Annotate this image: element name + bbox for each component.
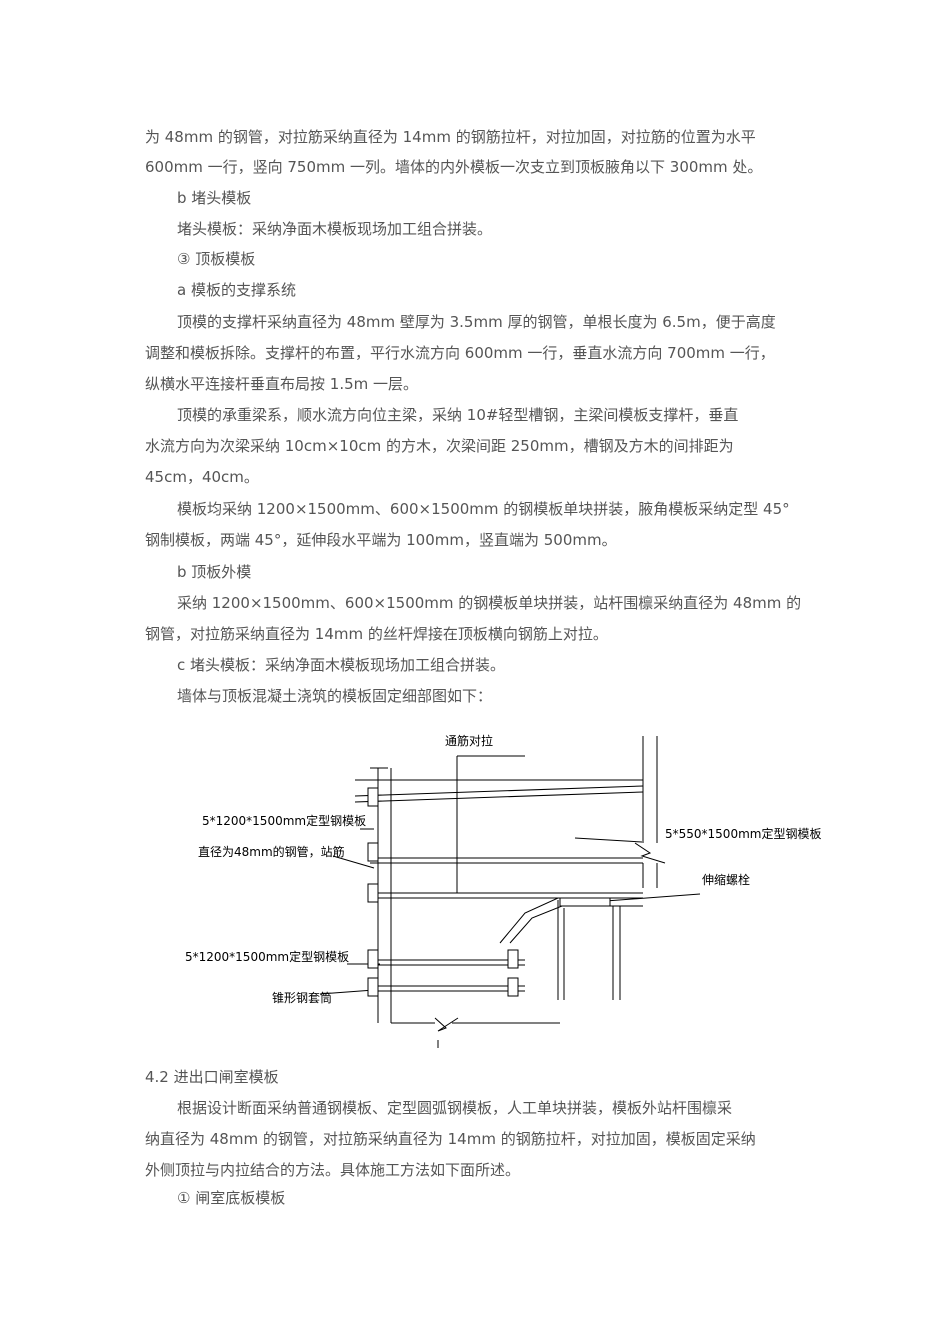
subheading: b 堵头模板 (177, 189, 252, 207)
paragraph-line: 根据设计断面采纳普通钢模板、定型圆弧钢模板，人工单块拼装，模板外站杆围檩采 (177, 1099, 733, 1117)
paragraph-line: 水流方向为次梁采纳 10cm×10cm 的方木，次梁间距 250mm，槽钢及方木… (145, 437, 734, 455)
paragraph-line: 顶模的支撑杆采纳直径为 48mm 壁厚为 3.5mm 厚的钢管，单根长度为 6.… (177, 313, 776, 331)
paragraph-line: 采纳 1200×1500mm、600×1500mm 的钢模板单块拼装，站杆围檩采… (177, 594, 802, 612)
paragraph-line: 纳直径为 48mm 的钢管，对拉筋采纳直径为 14mm 的钢筋拉杆，对拉加固，模… (145, 1130, 756, 1148)
paragraph-line: 45cm，40cm。 (145, 468, 259, 486)
subheading: ③ 顶板模板 (177, 250, 256, 268)
subheading: b 顶板外模 (177, 563, 252, 581)
section-heading: 4.2 进出口闸室模板 (145, 1068, 279, 1086)
paragraph-line: 600mm 一行，竖向 750mm 一列。墙体的内外模板一次支立到顶板腋角以下 … (145, 158, 763, 176)
paragraph-line: 模板均采纳 1200×1500mm、600×1500mm 的钢模板单块拼装，腋角… (177, 500, 790, 518)
formwork-detail-diagram: 通筋对拉 5*1200*1500mm定型钢模板 直径为48mm的钢管，站筋 5*… (185, 733, 821, 1048)
label-pipe: 直径为48mm的钢管，站筋 (198, 844, 345, 859)
paragraph-line: 顶模的承重梁系，顺水流方向位主梁，采纳 10#轻型槽钢，主梁间模板支撑杆，垂直 (177, 406, 739, 424)
label-top-rod: 通筋对拉 (445, 733, 493, 748)
paragraph-line: 纵横水平连接杆垂直布局按 1.5m 一层。 (145, 375, 419, 393)
label-form-right: 5*550*1500mm定型钢模板 (665, 826, 821, 841)
paragraph-line: 外侧顶拉与内拉结合的方法。具体施工方法如下面所述。 (145, 1161, 521, 1179)
paragraph-line: 为 48mm 的钢管，对拉筋采纳直径为 14mm 的钢筋拉杆，对拉加固，对拉筋的… (145, 128, 756, 146)
paragraph-line: 墙体与顶板混凝土浇筑的模板固定细部图如下： (177, 687, 493, 705)
label-form-upper: 5*1200*1500mm定型钢模板 (202, 813, 366, 828)
paragraph-line: 调整和模板拆除。支撑杆的布置，平行水流方向 600mm 一行，垂直水流方向 70… (145, 344, 775, 362)
paragraph-line: 堵头模板：采纳净面木模板现场加工组合拼装。 (177, 220, 493, 238)
label-form-lower: 5*1200*1500mm定型钢模板 (185, 949, 349, 964)
paragraph-line: 钢管，对拉筋采纳直径为 14mm 的丝杆焊接在顶板横向钢筋上对拉。 (145, 625, 608, 643)
label-sleeve: 锥形钢套筒 (272, 990, 332, 1005)
paragraph-line: c 堵头模板：采纳净面木模板现场加工组合拼装。 (177, 656, 506, 674)
subheading: a 模板的支撑系统 (177, 281, 296, 299)
label-bolt: 伸缩螺栓 (702, 872, 750, 887)
subheading: ① 闸室底板模板 (177, 1189, 286, 1207)
paragraph-line: 钢制模板，两端 45°，延伸段水平端为 100mm，竖直端为 500mm。 (145, 531, 617, 549)
